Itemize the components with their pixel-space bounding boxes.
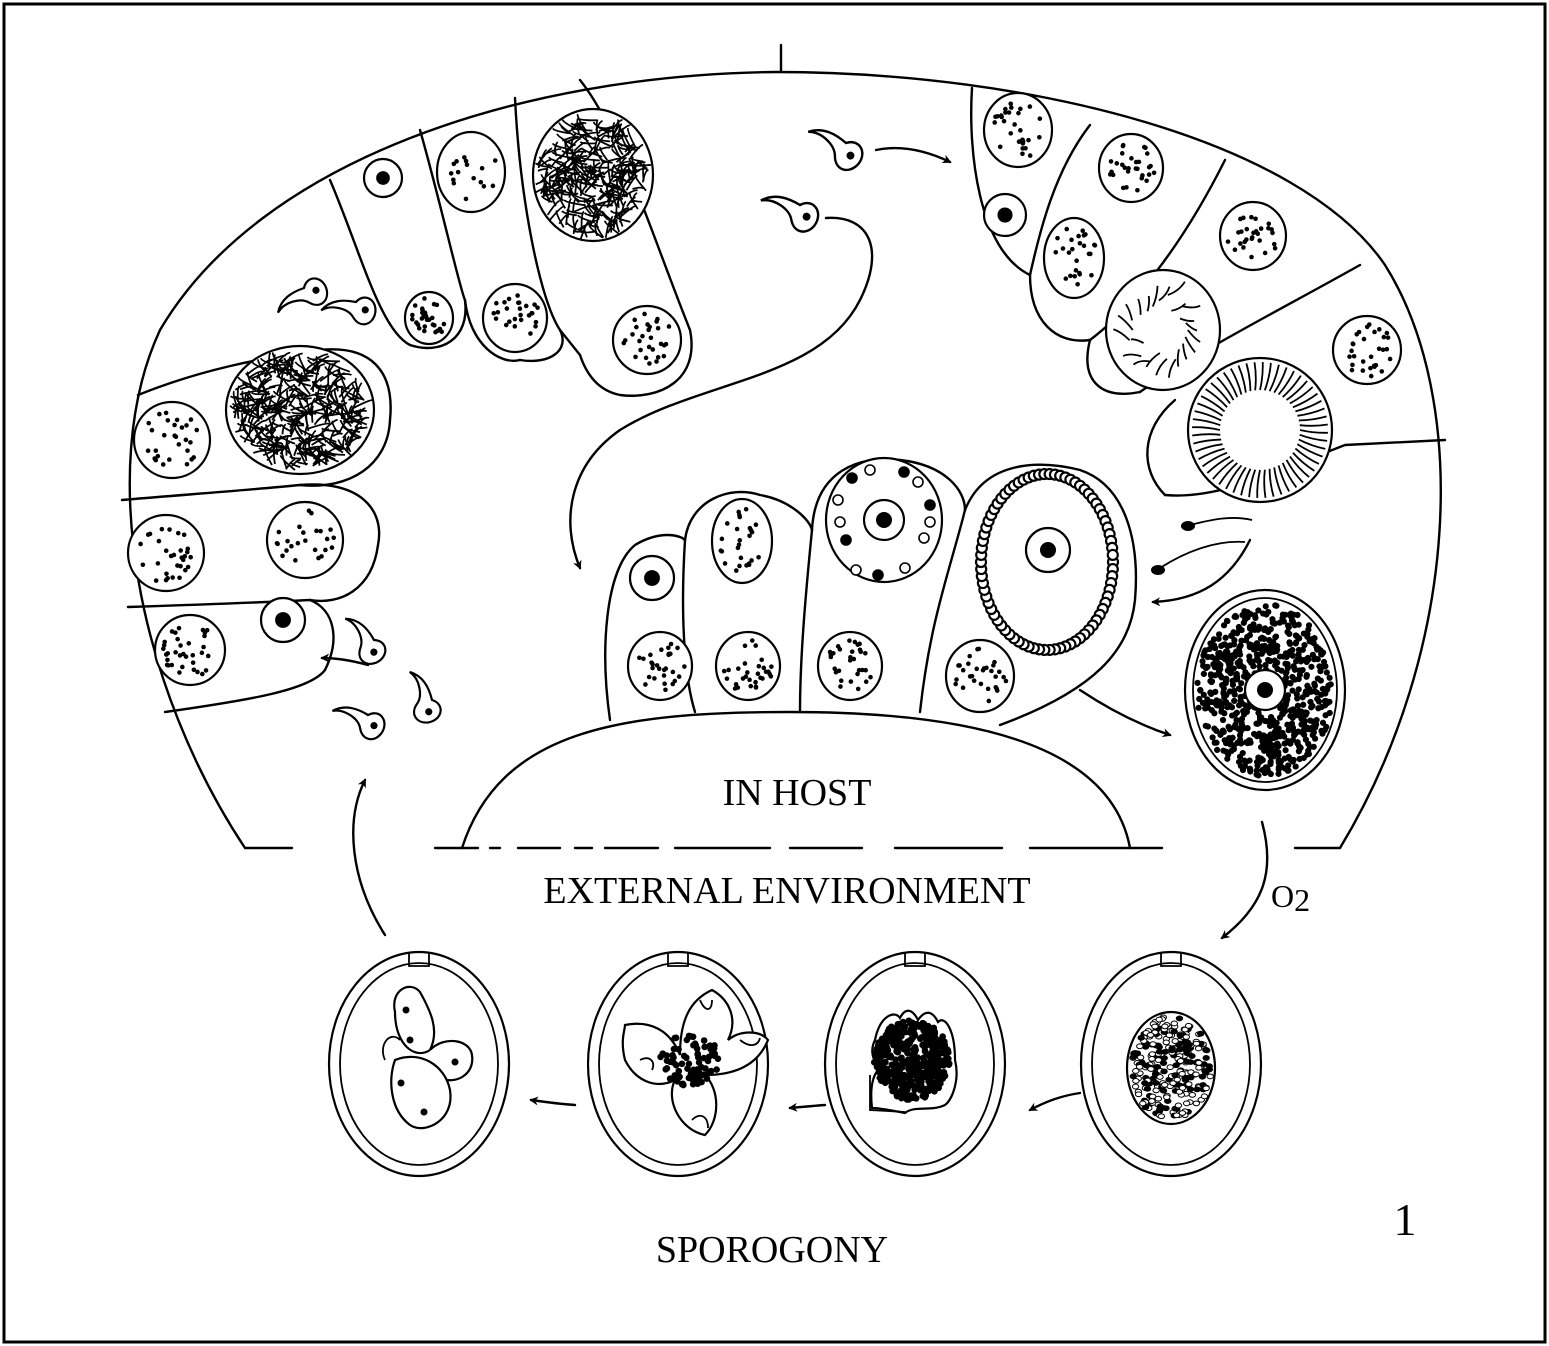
macrogamete (976, 469, 1118, 655)
meront (716, 632, 780, 700)
unsporulated-oocyst-host (1185, 590, 1345, 790)
developing-meront (1106, 270, 1220, 390)
arrows-host (322, 148, 1250, 735)
label-in-host: IN HOST (723, 772, 872, 814)
microgametocyte (226, 346, 374, 474)
meront (628, 632, 692, 700)
meront (405, 292, 453, 344)
oocyst-sporoblast (825, 952, 1005, 1176)
trophozoite (261, 598, 305, 642)
segmented-meront (1188, 358, 1332, 502)
meront (613, 306, 681, 374)
trophozoite (630, 556, 674, 600)
sporozoite (332, 695, 388, 749)
meront (1099, 134, 1163, 202)
label-external-environment: EXTERNAL ENVIRONMENT (543, 870, 1030, 912)
meront (437, 132, 505, 212)
sporozoite (393, 672, 451, 728)
cells-layer (128, 93, 1401, 1176)
meront (155, 615, 225, 685)
meront (134, 402, 210, 478)
oocyst-unsporulated (1081, 952, 1261, 1176)
oocyst-sporulated (329, 952, 509, 1176)
trophozoite (984, 194, 1026, 236)
meront (712, 499, 772, 583)
meront (818, 632, 882, 700)
meront (483, 284, 547, 352)
meront (1220, 202, 1286, 270)
meront (984, 93, 1052, 167)
meront (128, 515, 204, 591)
microgametocyte (533, 109, 653, 241)
microgametes (1151, 518, 1252, 575)
meront (946, 640, 1014, 712)
meront (1333, 316, 1401, 384)
merozoite (761, 183, 823, 242)
merozoite (808, 123, 865, 176)
macrogametocyte (826, 458, 942, 582)
oocyst-sporocyst-formation (588, 952, 768, 1176)
label-sporogony: SPOROGONY (656, 1229, 888, 1271)
meront (267, 502, 343, 578)
trophozoite (364, 159, 402, 197)
label-oxygen: O2 (1271, 878, 1310, 918)
meront (1044, 218, 1104, 298)
sporozoite (278, 270, 332, 326)
label-figure-number: 1 (1394, 1194, 1417, 1245)
